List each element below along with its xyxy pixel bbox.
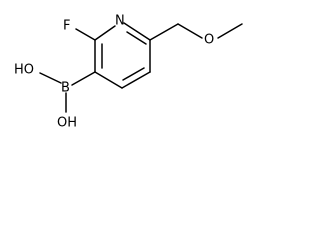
atom-fluorine: F xyxy=(63,19,70,34)
atom-ether-oxygen: O xyxy=(204,33,214,48)
bond-c3-b xyxy=(71,71,96,86)
bond-c2-n xyxy=(94,25,116,41)
atom-ring-nitrogen: N xyxy=(115,14,125,29)
bond-n-c6-inner xyxy=(126,31,147,45)
bond-n-c6 xyxy=(123,22,151,41)
bond-c5-c4-inner xyxy=(122,67,145,81)
atom-hydroxyl-upper: HO xyxy=(14,63,34,78)
atom-hydroxyl-lower: OH xyxy=(57,116,77,131)
atom-boron: B xyxy=(61,81,70,96)
bond-c5-c4 xyxy=(121,71,151,89)
bond-b-oh-upper xyxy=(39,72,62,84)
bond-c6-ch2 xyxy=(149,23,179,41)
molecule-structure: F N O B HO OH xyxy=(14,14,243,131)
bond-ch2-o xyxy=(177,23,203,39)
pyridine-ring xyxy=(94,22,151,89)
bond-o-ch3 xyxy=(217,23,243,39)
bond-c2-f xyxy=(75,28,96,41)
bond-c4-c3 xyxy=(94,71,123,89)
